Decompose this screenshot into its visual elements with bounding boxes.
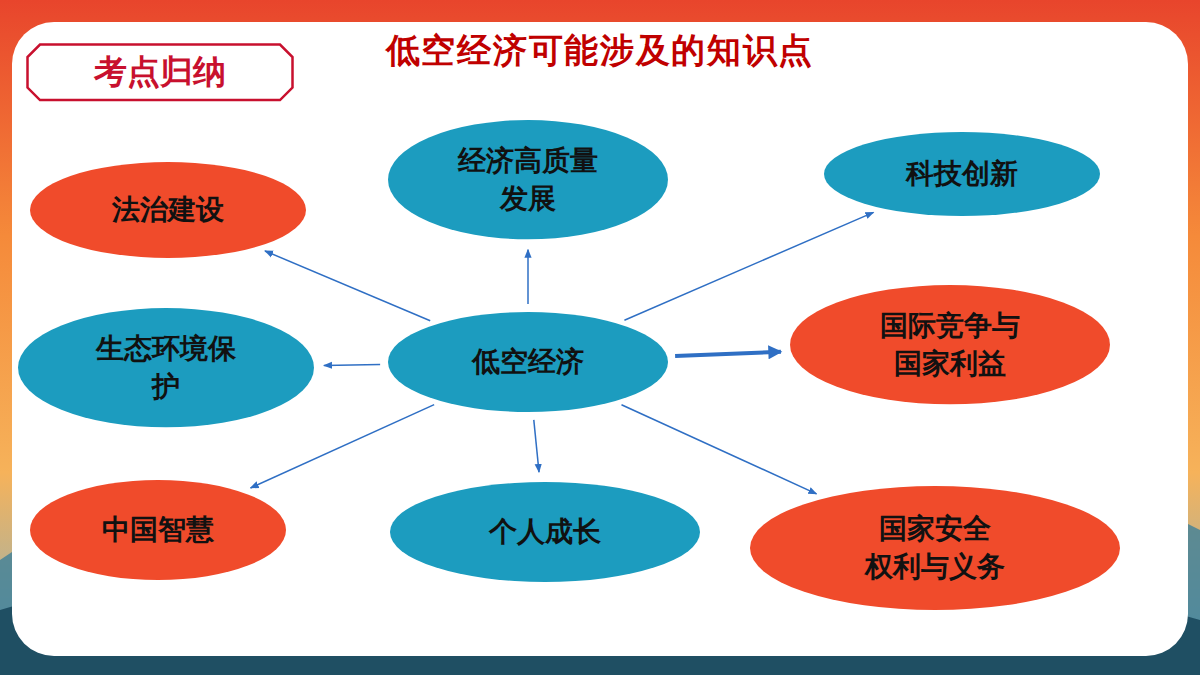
node-label: 低空经济 [472, 343, 584, 381]
node-label: 个人成长 [489, 513, 601, 551]
ellipse-shape [388, 120, 668, 239]
ellipse-fill [388, 120, 668, 239]
content-panel [12, 22, 1188, 656]
topic-ellipse: 国家安全 权利与义务 [750, 486, 1120, 610]
topic-ellipse: 个人成长 [390, 482, 700, 582]
topic-ellipse: 生态环境保护 [18, 308, 314, 427]
arrow-connector [621, 405, 816, 494]
ellipse-fill [18, 308, 314, 427]
topic-ellipse: 经济高质量 发展 [388, 120, 668, 239]
ellipse-fill [824, 132, 1100, 216]
topic-ellipse: 国际竞争与 国家利益 [790, 285, 1110, 404]
topic-ellipse: 科技创新 [824, 132, 1100, 216]
node-label: 国家安全 权利与义务 [864, 510, 1007, 586]
topic-ellipse: 法治建设 [30, 162, 306, 258]
topic-ellipse: 中国智慧 [30, 480, 286, 580]
ellipse-fill [30, 480, 286, 580]
node-label: 中国智慧 [102, 511, 214, 549]
ellipse-fill [750, 486, 1120, 610]
topic-ellipse: 低空经济 [388, 312, 668, 412]
title-text: 低空经济可能涉及的知识点 [386, 30, 814, 70]
arrow-connector [675, 352, 781, 356]
ellipse-fill [388, 312, 668, 412]
ellipse-fill [30, 162, 306, 258]
ellipse-shape [18, 308, 314, 427]
node-label: 经济高质量 发展 [457, 142, 600, 218]
arrow-connector [265, 251, 430, 321]
arrow-connector [324, 364, 380, 366]
arrow-connector [251, 405, 435, 488]
badge-border [28, 44, 293, 100]
node-label: 法治建设 [112, 191, 224, 229]
node-label: 国际竞争与 国家利益 [879, 307, 1022, 383]
section-badge: 考点归纳 [26, 43, 294, 102]
arrow-connector [527, 250, 529, 304]
arrow-connector [534, 420, 539, 472]
ellipse-fill [790, 285, 1110, 404]
ellipse-shape [750, 486, 1120, 610]
ellipse-shape [790, 285, 1110, 404]
node-label: 考点归纳 [94, 50, 226, 95]
node-label: 生态环境保护 [95, 330, 238, 406]
ellipse-fill [390, 482, 700, 582]
node-label: 科技创新 [906, 155, 1018, 193]
